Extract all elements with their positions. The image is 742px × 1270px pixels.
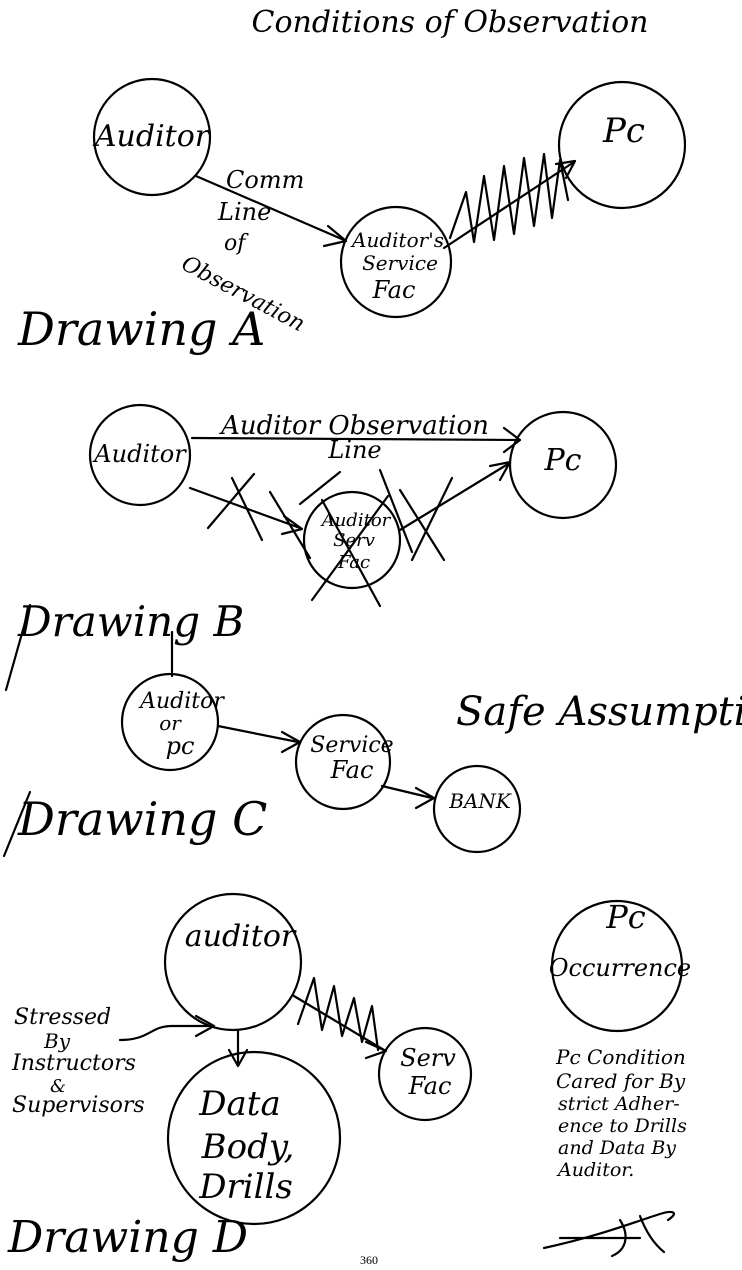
auditor-label: Auditor: [92, 440, 187, 468]
zigzag-line: [448, 152, 570, 244]
pc-occurrence-circle: [550, 899, 684, 1033]
stressed-line-5: Supervisors: [12, 1093, 145, 1118]
route-to-pc-arrowhead: [488, 460, 512, 482]
to-bank-arrow: [380, 784, 434, 800]
drawing-a: Auditor Pc Auditor's Service Fac Comm Li…: [17, 77, 687, 356]
data-body-drills-circle: [166, 1050, 342, 1226]
bank-label: BANK: [448, 789, 512, 813]
auditor-circle: [163, 892, 303, 1032]
body-label: Body,: [201, 1127, 295, 1167]
pc-circle: [557, 80, 687, 210]
pc-arrowhead: [554, 159, 577, 180]
auditor-or-pc-circle: [120, 672, 220, 772]
service-fac-line-3: Fac: [337, 552, 370, 573]
line-label: Line: [327, 436, 381, 464]
auditor-or-pc-line-3: pc: [166, 732, 195, 760]
comm-label: Comm: [226, 166, 304, 194]
serv-fac-arrow: [292, 994, 386, 1052]
pc-condition-line-6: Auditor.: [556, 1159, 634, 1181]
cross-out-stroke: [310, 494, 390, 602]
drawing-c-tail-stroke: [2, 790, 32, 858]
line-label: Line: [217, 198, 271, 226]
cross-out-stroke: [206, 472, 256, 530]
fac-label: Fac: [408, 1072, 452, 1100]
service-fac-circle: [294, 713, 392, 811]
cross-out-stroke: [268, 490, 312, 560]
drawing-d: auditor Data Body, Drills Serv Fac Stres…: [7, 892, 691, 1263]
observation-line-arrowhead: [502, 426, 522, 454]
of-label: of: [224, 231, 249, 256]
stressed-line-2: By: [43, 1029, 71, 1053]
signature-stroke: [610, 1218, 627, 1258]
service-fac-line-2: Service: [362, 251, 438, 275]
auditor-or-pc-line-2: or: [159, 711, 182, 735]
serv-fac-circle: [377, 1026, 473, 1122]
drawing-b: Auditor Pc Auditor Observation Line Audi…: [4, 403, 618, 692]
pc-condition-line-4: ence to Drills: [558, 1115, 687, 1137]
route-to-service-arrow: [188, 486, 302, 530]
pc-condition-line-1: Pc Condition: [555, 1045, 686, 1069]
service-fac-line-1: Auditor's: [350, 228, 444, 252]
observation-line-arrow: [190, 436, 520, 442]
auditor-or-pc-line-1: Auditor: [138, 689, 225, 714]
drawing-b-tail-stroke: [4, 603, 32, 692]
zigzag-line: [296, 976, 380, 1052]
safe-assumptions-heading: Safe Assumptions: [456, 689, 742, 735]
pc-circle: [508, 410, 618, 520]
cross-out-stroke: [320, 498, 382, 608]
comm-line-arrow: [194, 174, 346, 242]
service-fac-circle: [339, 205, 453, 319]
service-label: Service: [310, 733, 393, 758]
cross-out-stroke: [398, 488, 446, 562]
service-fac-line-3: Fac: [372, 276, 416, 304]
service-fac-line-2: Serv: [333, 530, 375, 551]
data-label: Data: [198, 1084, 280, 1124]
cross-out-stroke: [230, 476, 264, 542]
cross-out-stroke: [378, 468, 414, 554]
bank-circle: [432, 764, 522, 854]
page-number: 360: [360, 1253, 378, 1267]
signature: [542, 1210, 676, 1258]
auditor-label: Auditor: [92, 119, 211, 154]
to-service-arrow: [216, 724, 300, 744]
serv-fac-arrowhead: [364, 1040, 388, 1060]
service-fac-line-1: Auditor: [320, 510, 392, 531]
stressed-arrow: [118, 1024, 214, 1042]
signature-stroke: [638, 1214, 666, 1254]
pc-condition-line-2: Cared for By: [556, 1069, 686, 1093]
pc-condition-line-3: strict Adher-: [558, 1093, 680, 1115]
drawing-c-label: Drawing C: [17, 792, 267, 846]
stressed-arrowhead: [194, 1014, 216, 1038]
pc-label: Pc: [602, 111, 645, 151]
page-title: Conditions of Observation: [252, 5, 649, 40]
auditor-circle: [92, 77, 212, 197]
drawing-b-label: Drawing B: [17, 597, 244, 646]
pc-condition-line-5: and Data By: [558, 1137, 676, 1159]
pc-label: Pc: [605, 898, 646, 936]
stressed-line-4: &: [50, 1076, 66, 1097]
fac-label: Fac: [330, 756, 374, 784]
route-to-service-arrowhead: [280, 514, 304, 536]
drawing-a-label: Drawing A: [17, 302, 265, 356]
stressed-line-3: Instructors: [11, 1051, 136, 1076]
comm-line-arrowhead: [322, 224, 348, 248]
occurrence-label: Occurrence: [549, 954, 691, 982]
cross-out-stroke: [410, 476, 454, 562]
drills-label: Drills: [198, 1167, 293, 1207]
pc-arrow: [442, 160, 576, 250]
auditor-label: auditor: [185, 919, 297, 954]
route-to-pc-arrow: [398, 462, 510, 532]
cross-out-stroke: [298, 470, 342, 506]
auditor-circle: [88, 403, 192, 507]
observation-line-label: Auditor Observation: [219, 411, 489, 441]
pc-label: Pc: [544, 443, 582, 478]
to-bank-arrowhead: [414, 786, 436, 810]
service-fac-circle: [302, 490, 402, 590]
drawing-d-label: Drawing D: [7, 1212, 248, 1263]
serv-label: Serv: [400, 1044, 456, 1072]
stressed-line-1: Stressed: [14, 1005, 111, 1030]
drawing-c: Auditor or pc Service Fac BANK Safe Assu…: [2, 630, 742, 858]
